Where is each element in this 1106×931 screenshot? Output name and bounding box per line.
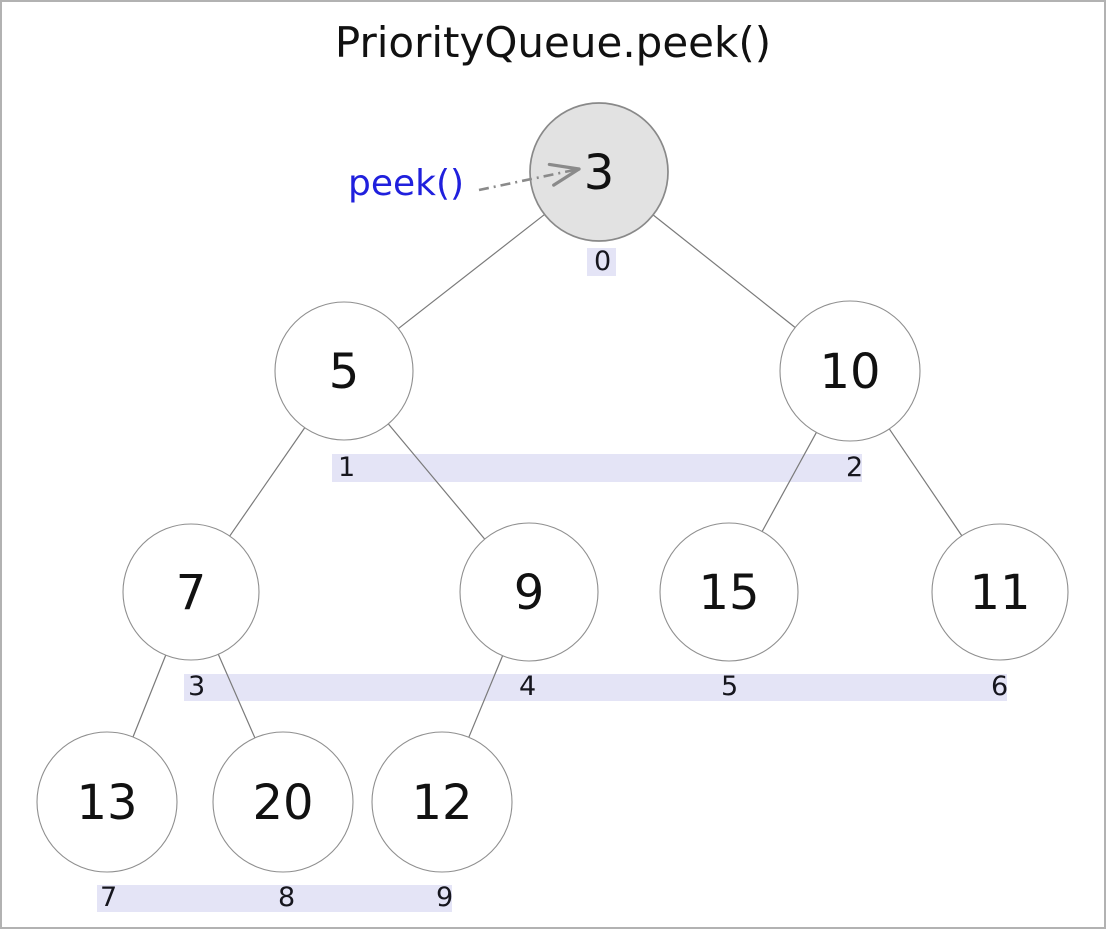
heap-node-circle (931, 523, 1069, 661)
heap-node-circle (371, 731, 513, 873)
tree-edge (229, 427, 306, 537)
heap-node-value: 13 (76, 775, 137, 831)
peek-arrowhead (552, 167, 581, 187)
heap-node-value: 10 (819, 344, 880, 400)
heap-node-value: 12 (411, 775, 472, 831)
peek-arrowhead (547, 162, 581, 171)
tree-edge (217, 654, 256, 739)
heap-node-circle (779, 300, 921, 442)
peek-arrow-shaft (478, 167, 580, 192)
index-bar (97, 885, 452, 912)
index-label: 7 (100, 882, 117, 913)
index-label: 5 (721, 671, 738, 702)
tree-edge (398, 213, 545, 330)
heap-node-value: 15 (698, 565, 759, 621)
index-bar (332, 454, 862, 482)
heap-node-value: 11 (969, 565, 1030, 621)
index-label: 0 (594, 246, 611, 277)
index-label: 2 (846, 452, 863, 483)
index-bar (184, 674, 1007, 701)
figure-title: PriorityQueue.peek() (334, 18, 772, 67)
index-label: 9 (436, 882, 453, 913)
index-label: 1 (338, 452, 355, 483)
index-label: 6 (991, 671, 1008, 702)
tree-edge (468, 655, 504, 738)
tree-edge (761, 432, 817, 532)
tree-edge (652, 214, 796, 328)
index-label: 3 (188, 671, 205, 702)
tree-edge (888, 428, 963, 537)
heap-node-circle (122, 523, 260, 661)
heap-root-node-circle (529, 102, 669, 242)
heap-node-circle (459, 522, 599, 662)
heap-node-value: 9 (514, 565, 545, 621)
index-label: 8 (278, 882, 295, 913)
heap-node-value: 20 (252, 775, 313, 831)
heap-node-circle (212, 731, 354, 873)
heap-node-circle (36, 731, 178, 873)
index-label: 4 (519, 671, 536, 702)
tree-edge (132, 654, 167, 738)
tree-edge (387, 423, 486, 540)
heap-node-circle (659, 522, 799, 662)
index-bar (587, 248, 616, 276)
heap-node-circle (274, 301, 414, 441)
heap-node-value: 3 (584, 145, 615, 201)
peek-annotation-label: peek() (348, 163, 465, 204)
heap-node-value: 7 (176, 565, 207, 621)
heap-node-value: 5 (329, 344, 360, 400)
